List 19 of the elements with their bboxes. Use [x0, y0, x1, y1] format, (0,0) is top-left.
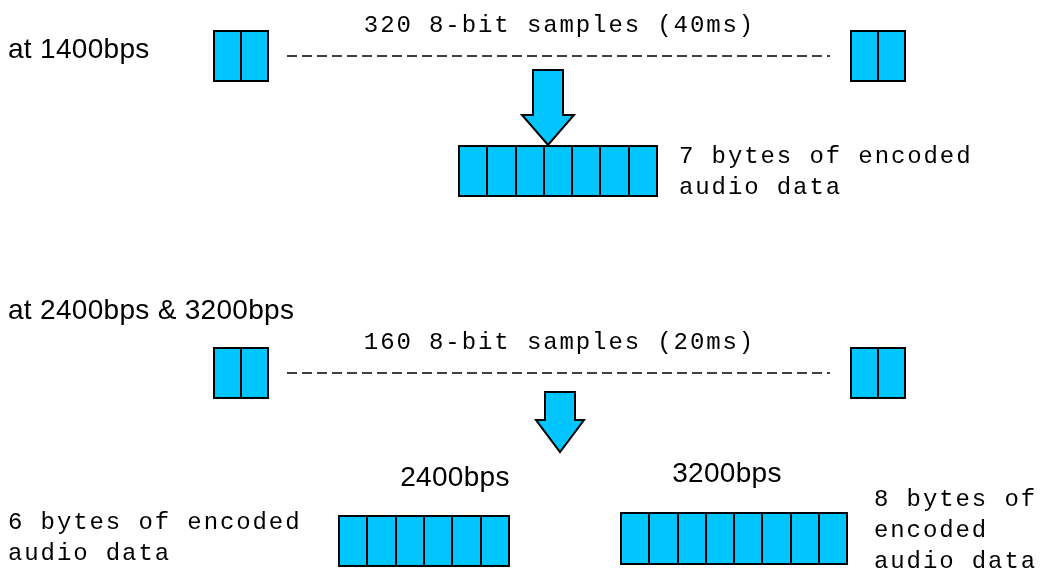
byte-array — [338, 515, 510, 567]
rate-label: 2400bps — [399, 460, 511, 494]
byte-array — [458, 145, 658, 197]
node-caption: 6 bytes of encoded audio data — [8, 508, 303, 570]
block-arrow — [519, 69, 577, 147]
section-heading: at 1400bps — [8, 32, 150, 66]
rate-label: 3200bps — [671, 456, 783, 490]
edge-label: 320 8-bit samples (40ms) — [362, 11, 757, 41]
sample-block — [850, 30, 906, 82]
sample-block — [213, 30, 269, 82]
dashed-connector — [286, 372, 831, 374]
node-caption: 8 bytes of encoded audio data — [874, 485, 1039, 575]
sample-block — [213, 347, 269, 399]
edge-label: 160 8-bit samples (20ms) — [362, 328, 757, 358]
node-caption: 7 bytes of encoded audio data — [679, 142, 974, 204]
dashed-connector — [286, 55, 831, 57]
section-heading: at 2400bps & 3200bps — [8, 293, 295, 327]
byte-array — [620, 512, 848, 565]
sample-block — [850, 347, 906, 399]
